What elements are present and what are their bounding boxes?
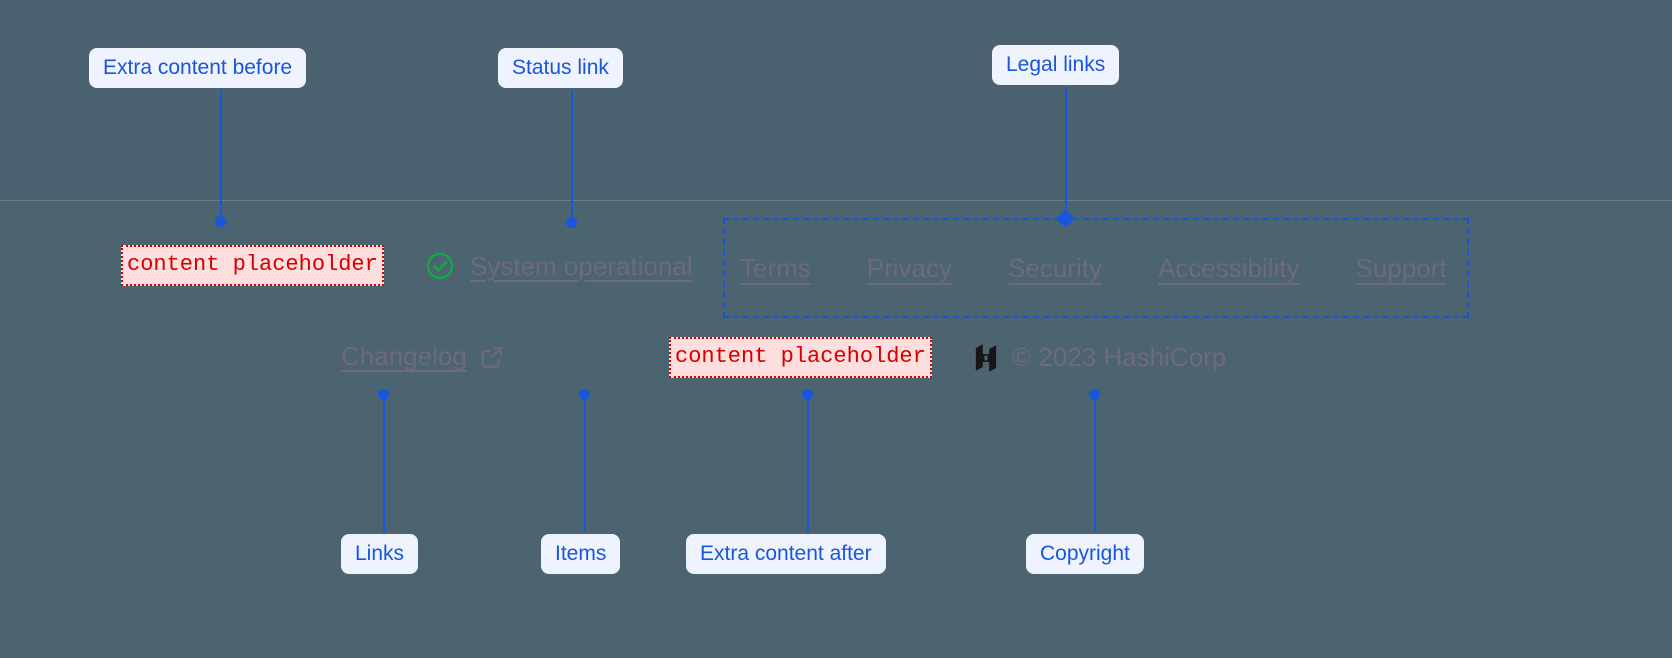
annotation-legal-links: Legal links	[992, 45, 1120, 86]
legal-links-nav: Terms Privacy Security Accessibility Sup…	[740, 253, 1447, 284]
changelog-link-label: Changelog	[341, 341, 467, 371]
extra-content-before-placeholder: content placeholder	[121, 245, 384, 286]
annotation-copyright: Copyright	[1026, 534, 1144, 575]
footer-top-divider	[0, 200, 1672, 201]
annotation-extra-content-after: Extra content after	[686, 534, 886, 575]
annotation-links: Links	[341, 534, 419, 575]
status-link-label: System operational	[470, 250, 693, 281]
extra-content-after-placeholder: content placeholder	[669, 337, 932, 378]
legal-link-privacy[interactable]: Privacy	[866, 253, 953, 283]
leader-line-extra-content-after	[807, 394, 809, 533]
version-item: v3.1.0	[557, 345, 622, 373]
version-label: v3.1.0	[557, 345, 623, 372]
legal-link-support[interactable]: Support	[1355, 253, 1447, 283]
annotation-extra-content-before: Extra content before	[89, 48, 307, 89]
legal-link-accessibility[interactable]: Accessibility	[1157, 253, 1300, 283]
placeholder-text-before: content placeholder	[121, 245, 384, 286]
check-circle-icon	[424, 250, 456, 282]
leader-line-items	[584, 394, 586, 533]
legal-link-terms[interactable]: Terms	[740, 253, 811, 283]
leader-line-legal-links	[1065, 87, 1067, 219]
top-background-band	[0, 0, 1672, 200]
leader-line-copyright	[1094, 394, 1096, 533]
leader-line-extra-content-before	[220, 90, 222, 221]
leader-dot-status-link	[566, 217, 577, 228]
leader-dot-extra-content-before	[215, 216, 226, 227]
status-link[interactable]: System operational	[424, 250, 693, 282]
legal-link-security[interactable]: Security	[1008, 253, 1102, 283]
legal-links-highlight-box	[723, 218, 1469, 318]
changelog-link[interactable]: Changelog	[341, 341, 505, 372]
external-link-icon	[479, 344, 505, 370]
leader-line-status-link	[571, 90, 573, 221]
leader-line-links	[383, 394, 385, 533]
annotation-status-link: Status link	[498, 48, 623, 89]
copyright-block: © 2023 HashiCorp	[972, 342, 1226, 373]
annotation-items: Items	[541, 534, 621, 575]
hashicorp-logo-icon	[972, 343, 1000, 373]
copyright-text: © 2023 HashiCorp	[1012, 342, 1227, 372]
placeholder-text-after: content placeholder	[669, 337, 932, 378]
